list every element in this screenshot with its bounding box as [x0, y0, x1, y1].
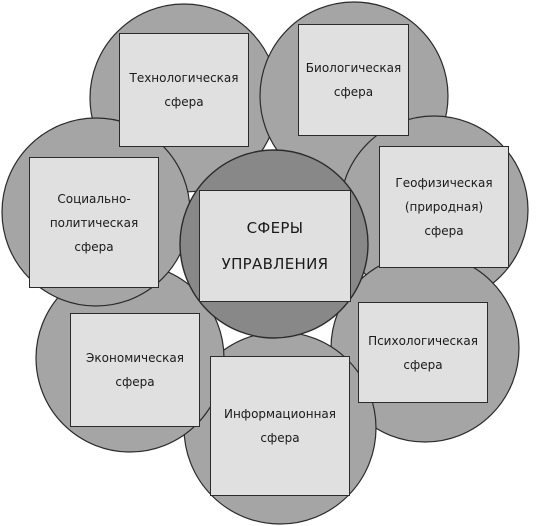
sphere-label-technological: Технологическая сфера — [129, 71, 239, 109]
sphere-label-sociopolitical: Социально- политическая сфера — [49, 191, 139, 254]
sphere-box-sociopolitical: Социально- политическая сфера — [29, 157, 159, 288]
center-box: СФЕРЫ УПРАВЛЕНИЯ — [199, 190, 351, 302]
center-label: СФЕРЫ УПРАВЛЕНИЯ — [221, 219, 329, 273]
sphere-box-economic: Экономическая сфера — [70, 313, 200, 427]
sphere-label-economic: Экономическая сфера — [86, 351, 184, 389]
sphere-label-psychological: Психологическая сфера — [368, 333, 478, 372]
sphere-box-biological: Биологическая сфера — [298, 24, 409, 136]
sphere-label-informational: Информационная сфера — [223, 407, 337, 445]
sphere-box-psychological: Психологическая сфера — [358, 302, 488, 403]
sphere-box-informational: Информационная сфера — [210, 356, 350, 496]
sphere-label-biological: Биологическая сфера — [305, 61, 402, 99]
sphere-box-technological: Технологическая сфера — [119, 33, 249, 147]
sphere-box-geophysical: Геофизическая (природная) сфера — [379, 146, 509, 268]
sphere-label-geophysical: Геофизическая (природная) сфера — [395, 176, 493, 238]
